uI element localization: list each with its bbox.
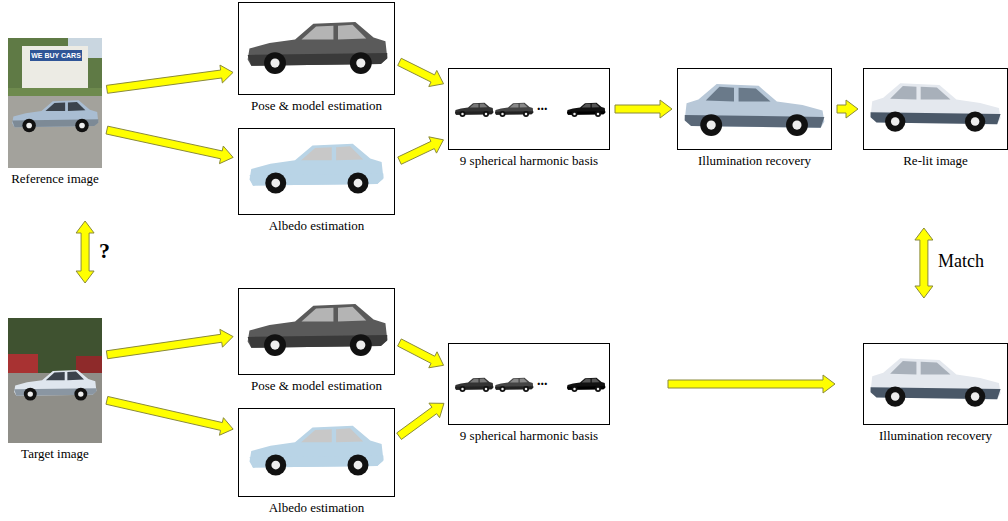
- basis-car: [567, 103, 605, 117]
- panel-frame: [448, 343, 610, 425]
- ellipsis-text: ...: [537, 373, 548, 389]
- albedo-box: Albedo estimation: [238, 408, 395, 515]
- caption-text: Re-lit image: [863, 153, 1008, 168]
- sign-board: [30, 50, 82, 61]
- block-arrow: [398, 58, 444, 86]
- caption-text: Albedo estimation: [238, 218, 395, 233]
- pose-model-box: Pose & model estimation: [238, 2, 395, 113]
- panel-frame: [8, 318, 102, 443]
- car-model: [248, 22, 388, 74]
- car-photo: [12, 100, 98, 132]
- basis-car: [495, 378, 533, 392]
- block-arrow: [397, 403, 444, 439]
- reference-photo: [8, 38, 102, 168]
- car-model: [248, 304, 388, 356]
- basis-car: [455, 378, 493, 392]
- photo-panel: Reference image: [8, 38, 102, 186]
- caption-text: 9 spherical harmonic basis: [448, 153, 610, 168]
- car-relit: [871, 358, 1001, 406]
- target-photo: [8, 318, 102, 443]
- car-albedo: [250, 426, 384, 476]
- trees: [8, 38, 102, 168]
- block-arrow: [615, 100, 672, 118]
- caption-text: Pose & model estimation: [238, 98, 395, 113]
- basis-box: 9 spherical harmonic basis: [448, 343, 610, 443]
- block-arrow: [76, 221, 94, 283]
- block-arrow: [106, 126, 233, 163]
- panel-frame: [863, 343, 1008, 425]
- illumination-box: Illumination recovery: [677, 68, 832, 168]
- block-arrow: [837, 100, 858, 118]
- car-illuminated: [685, 84, 825, 136]
- panel-frame: [238, 128, 395, 215]
- albedo-box: Albedo estimation: [238, 128, 395, 233]
- panel-frame: [238, 2, 395, 95]
- car-relit: [871, 83, 1001, 131]
- panel-frame: [238, 408, 395, 497]
- basis-car: [567, 378, 605, 392]
- caption-text: 9 spherical harmonic basis: [448, 428, 610, 443]
- trees: [8, 318, 102, 443]
- block-arrow: [106, 65, 233, 93]
- block-arrow: [398, 137, 444, 164]
- ellipsis-text: ...: [537, 98, 548, 114]
- photo-panel: Target image: [8, 318, 102, 461]
- basis-car: [495, 103, 533, 117]
- basis-car: [455, 103, 493, 117]
- building: [22, 46, 88, 88]
- block-arrow: [106, 396, 233, 435]
- edge-label: Match: [936, 251, 986, 273]
- panel-frame: [238, 288, 395, 375]
- relit-box: Re-lit image: [863, 68, 1008, 168]
- red-car: [8, 354, 38, 376]
- panel-frame: [8, 38, 102, 168]
- caption-text: Albedo estimation: [238, 500, 395, 515]
- pavement: [8, 96, 102, 168]
- block-arrow: [915, 228, 933, 298]
- red-car: [76, 356, 102, 374]
- block-arrow: [398, 339, 444, 368]
- caption-text: Pose & model estimation: [238, 378, 395, 393]
- block-arrow: [106, 329, 233, 358]
- panel-frame: [677, 68, 832, 150]
- basis-box: 9 spherical harmonic basis: [448, 68, 610, 168]
- caption-text: Reference image: [8, 171, 102, 186]
- car-photo: [14, 370, 96, 401]
- car-albedo: [250, 144, 384, 194]
- pose-model-box: Pose & model estimation: [238, 288, 395, 393]
- caption-text: Illumination recovery: [863, 428, 1008, 443]
- caption-text: Illumination recovery: [677, 153, 832, 168]
- block-arrow: [668, 375, 835, 393]
- sign-text: WE BUY CARS: [30, 50, 82, 61]
- panel-frame: [863, 68, 1008, 150]
- illumination-box: Illumination recovery: [863, 343, 1008, 443]
- panel-frame: [448, 68, 610, 150]
- edge-label: ?: [97, 238, 112, 264]
- caption-text: Target image: [8, 446, 102, 461]
